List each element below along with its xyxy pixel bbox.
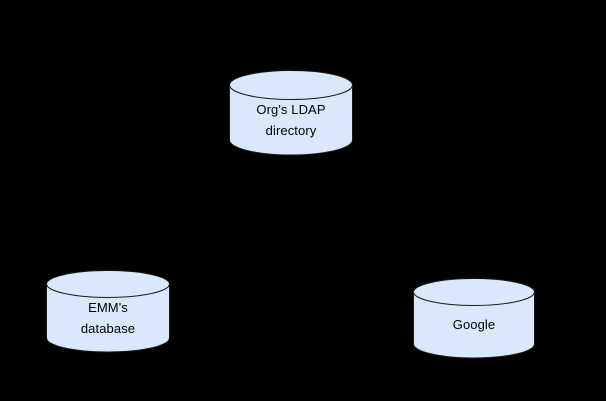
node-google[interactable]: Google bbox=[413, 278, 535, 359]
cylinder-body bbox=[229, 84, 353, 156]
cylinder-body bbox=[46, 283, 170, 353]
cylinder-top-cap bbox=[229, 70, 353, 100]
cylinder-shape bbox=[229, 70, 353, 156]
cylinder-shape bbox=[46, 270, 170, 353]
cylinder-body bbox=[413, 291, 535, 359]
cylinder-shape bbox=[413, 278, 535, 359]
cylinder-top-cap bbox=[413, 278, 535, 306]
cylinder-top-cap bbox=[46, 270, 170, 298]
